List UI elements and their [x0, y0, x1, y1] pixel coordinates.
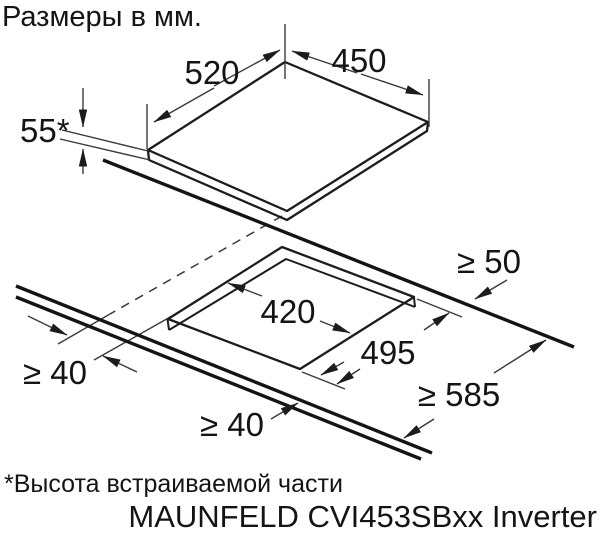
profile-extension-bottom [59, 138, 151, 161]
cooktop-top-surface [146, 60, 430, 213]
dimension-side-clearance: ≥ 40 [23, 315, 138, 391]
cutout-inner-wall [168, 258, 416, 331]
counter-depth-label: ≥ 585 [418, 376, 500, 413]
leader-arrow [102, 355, 138, 373]
dimension-arrow [227, 282, 263, 297]
dimension-arrow [336, 368, 361, 385]
countertop-front-edge-top [15, 284, 433, 455]
cutout-width-label: 495 [360, 334, 415, 371]
dimension-cutout-depth: 420 [227, 282, 351, 334]
leader-arrow [493, 339, 547, 374]
leader-arrow [320, 361, 345, 376]
profile-extension-top [61, 129, 149, 152]
built-in-height-label: 55* [20, 112, 70, 149]
dimension-hob-depth: 520 [146, 24, 286, 149]
model-name: MAUNFELD CVI453SBxx Inverter [128, 499, 597, 533]
cutout-opening [166, 245, 416, 371]
hob-depth-label: 520 [184, 54, 239, 91]
dimension-arrow [291, 50, 358, 74]
dimension-arrow [423, 312, 450, 331]
cutout-corner-drop [166, 318, 170, 331]
cooktop [59, 60, 430, 222]
cooktop-side-body [146, 121, 430, 222]
cutout-corner-extension-line [93, 315, 173, 361]
dimension-cutout-width: 495 [301, 298, 463, 390]
rear-clearance-label: ≥ 50 [457, 243, 521, 280]
cutout-corner-drop [413, 297, 416, 308]
dimension-arrow [360, 73, 424, 96]
extension-line [416, 298, 463, 318]
dimension-hob-width: 450 [291, 42, 430, 127]
countertop [15, 158, 575, 461]
countertop-back-edge [102, 158, 575, 349]
projection-lines [57, 215, 283, 361]
dimension-arrow [213, 49, 281, 87]
dimension-arrow [319, 320, 351, 334]
side-clearance-label: ≥ 40 [23, 354, 87, 391]
footnote: *Высота встраиваемой части [4, 470, 343, 498]
front-clearance-label: ≥ 40 [200, 406, 264, 443]
leader-arrow [270, 402, 299, 420]
countertop-front-edge-bottom [15, 295, 422, 461]
leader-arrow [403, 418, 435, 439]
dimension-built-in-height: 55* [20, 88, 88, 174]
hidden-projection-line [109, 215, 283, 315]
dimension-front-clearance: ≥ 40 [200, 361, 345, 443]
hob-width-label: 450 [331, 42, 386, 79]
extension-line [301, 371, 346, 390]
dimension-counter-depth: ≥ 585 [403, 339, 547, 439]
dimension-arrow [153, 87, 215, 123]
leader-arrow [27, 315, 68, 336]
leader-arrow [474, 279, 508, 300]
page-title: Размеры в мм. [2, 1, 202, 33]
worktop-cutout [166, 245, 416, 371]
cutout-depth-label: 420 [260, 293, 315, 330]
dimension-rear-clearance: ≥ 50 [457, 243, 521, 300]
